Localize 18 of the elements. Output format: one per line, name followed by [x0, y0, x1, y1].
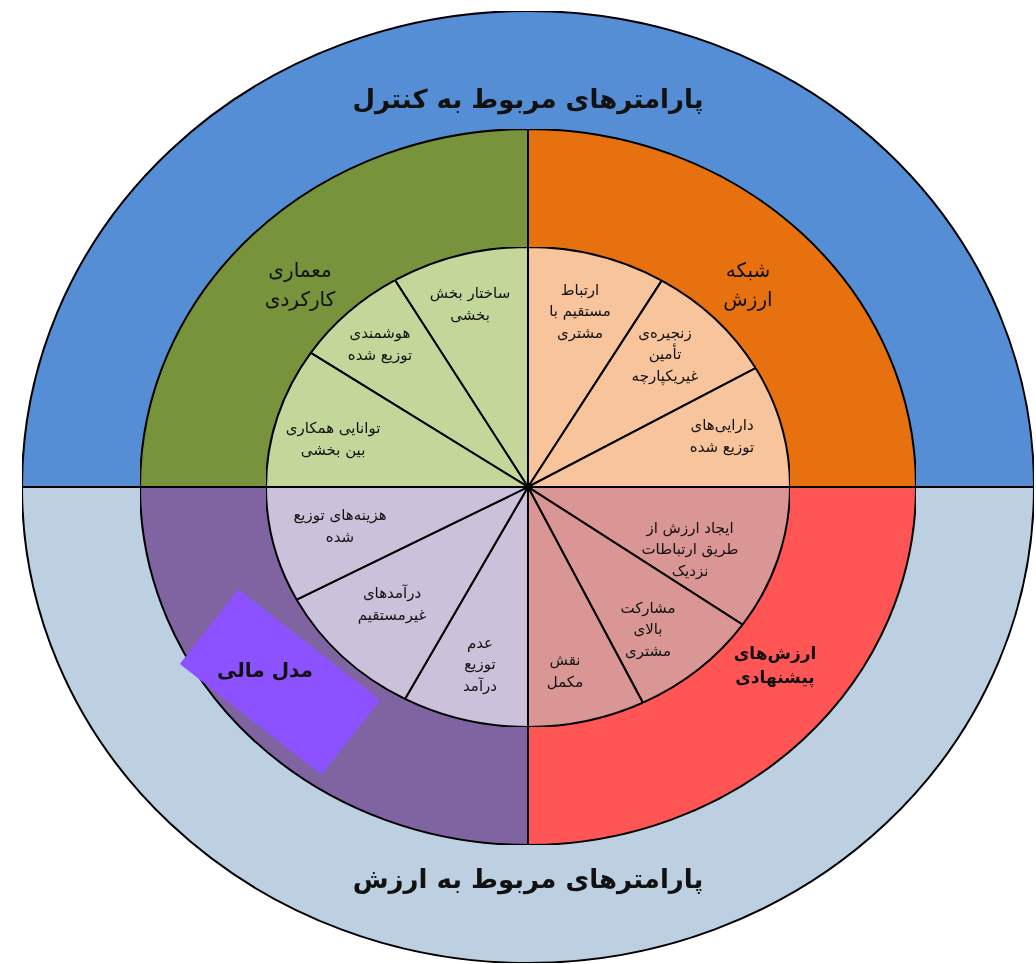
- slice-label: زنجیره‌ی تأمین غیریکپارچه: [630, 322, 700, 387]
- slice-label: دارایی‌های توزیع شده: [688, 415, 756, 458]
- sector-label: معماری کارکردی: [263, 257, 337, 313]
- slice-label: توانایی همکاری بین بخشی: [284, 418, 382, 461]
- sector-label: مدل مالی: [216, 656, 314, 684]
- slice-label: نقش مکمل: [545, 650, 585, 693]
- sector-label: ارزش‌های پیشنهادی: [732, 641, 818, 690]
- slice-label: ایجاد ارزش از طریق ارتباطات نزدیک: [640, 517, 740, 582]
- slice-label: هوشمندی توزیع شده: [346, 323, 414, 366]
- slice-label: ساختار بخش بخشی: [428, 283, 512, 326]
- slice-label: مشارکت بالای مشتری: [619, 597, 677, 662]
- sector-label: شبکه ارزش: [722, 257, 774, 313]
- slice-label: درآمدهای غیرمستقیم: [356, 583, 428, 626]
- slice-label: عدم توزیع درآمد: [462, 632, 498, 697]
- slice-label: ارتباط مستقیم با مشتری: [548, 279, 612, 344]
- band-title: پارامترهای مربوط به کنترل: [351, 83, 705, 117]
- band-title: پارامترهای مربوط به ارزش: [351, 863, 705, 897]
- slice-label: هزینه‌های توزیع شده: [292, 505, 388, 548]
